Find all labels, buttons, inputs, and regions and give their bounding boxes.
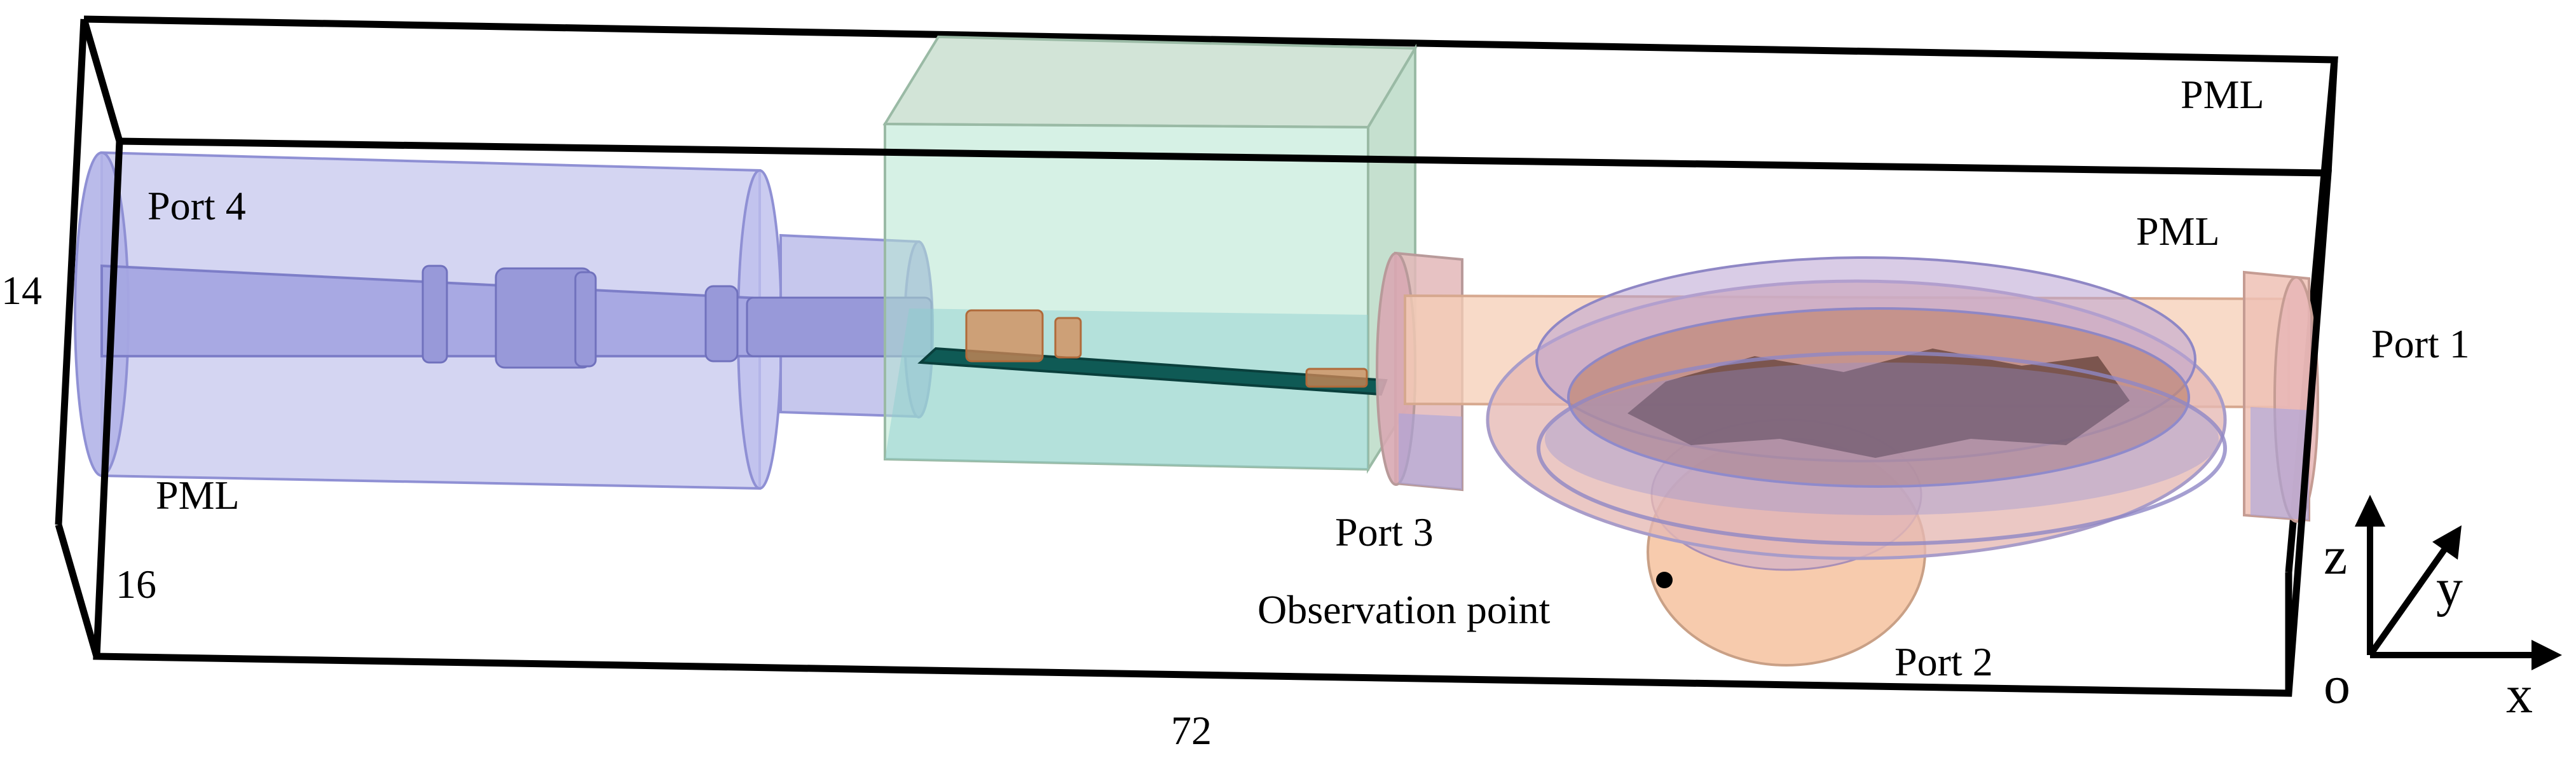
label-dim-depth: 16: [116, 562, 156, 607]
y-axis-line: [2367, 545, 2449, 657]
observation-point-marker: [1656, 572, 1673, 588]
pcb-copper-pads: [965, 309, 1368, 388]
label-dim-length: 72: [1171, 708, 1212, 753]
label-pml-top: PML: [2181, 72, 2264, 117]
circulator-purple-band: [1545, 363, 2219, 515]
coordinate-axes: [2355, 495, 2562, 670]
port1-lower-tint: [2251, 407, 2309, 520]
label-port3: Port 3: [1335, 509, 1434, 555]
axis-label-x: x: [2506, 665, 2533, 724]
label-port1: Port 1: [2371, 321, 2470, 366]
pcb-transition-box: [882, 35, 1418, 474]
label-pml-left: PML: [156, 473, 240, 518]
y-axis-arrow: [2432, 525, 2462, 560]
label-port4: Port 4: [147, 183, 246, 228]
pcb-box-top: [882, 35, 1418, 129]
coax-assembly: [74, 151, 934, 490]
label-port2: Port 2: [1894, 639, 1993, 684]
port3-lower-tint: [1399, 413, 1462, 490]
axis-label-y: y: [2436, 558, 2463, 618]
x-axis-arrow: [2531, 640, 2562, 670]
label-observation-point: Observation point: [1257, 587, 1551, 632]
label-dim-height: 14: [1, 268, 42, 313]
circulator-lower-band: [1537, 351, 2227, 546]
pml-box-front-face: [55, 18, 2338, 697]
ferrite-core-pattern: [1627, 349, 2130, 458]
axis-label-origin: o: [2324, 656, 2350, 715]
label-pml-inner: PML: [2136, 209, 2220, 254]
axis-label-z: z: [2324, 527, 2347, 586]
z-axis-arrow: [2355, 495, 2385, 527]
circulator-assembly: [1376, 251, 2319, 667]
